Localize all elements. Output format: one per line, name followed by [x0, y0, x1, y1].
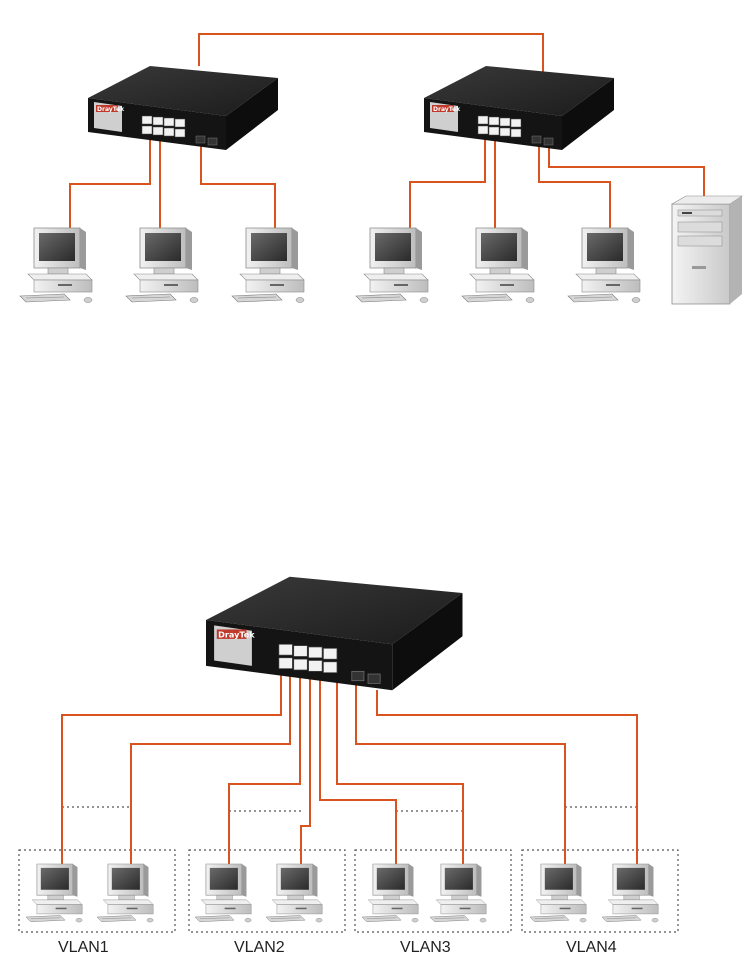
switch-a: DrayTek [88, 66, 278, 150]
vlan3-pc-b [430, 864, 486, 922]
link-server [549, 138, 704, 200]
vlan1-label: VLAN1 [58, 939, 109, 956]
link-vlan2-b [301, 670, 310, 868]
brand-logo: DrayTek [218, 630, 255, 640]
brand-logo: DrayTek [97, 106, 125, 113]
vlan3-label: VLAN3 [400, 939, 451, 956]
vlan1-pc-b [97, 864, 153, 922]
link-vlan1-a [62, 666, 281, 868]
vlan-dotted-links [62, 807, 637, 811]
link-vlan4-a [356, 680, 565, 868]
pc-2 [126, 228, 198, 303]
switch-b: DrayTek [424, 66, 614, 150]
link-pc-1 [70, 128, 150, 232]
brand-logo: DrayTek [433, 106, 461, 113]
pc-1 [20, 228, 92, 303]
link-pc-4 [410, 128, 485, 232]
server-tower [672, 196, 742, 304]
vlan3-pc-a [362, 864, 418, 922]
pc-3 [232, 228, 304, 303]
vlan2-label: VLAN2 [234, 939, 285, 956]
link-vlan3-a [320, 676, 396, 868]
vlan2-pc-a [195, 864, 251, 922]
pc-4 [356, 228, 428, 303]
vlan1-pc-a [26, 864, 82, 922]
pc-5 [462, 228, 534, 303]
link-vlan1-b [131, 666, 290, 868]
vlan4-label: VLAN4 [566, 939, 617, 956]
vlan4-pc-a [530, 864, 586, 922]
switch-c: DrayTek [206, 577, 463, 690]
bottom-links [62, 666, 637, 868]
pc-6 [568, 228, 640, 303]
vlan4-pc-b [602, 864, 658, 922]
link-vlan4-b [377, 690, 637, 868]
vlan2-pc-b [266, 864, 322, 922]
